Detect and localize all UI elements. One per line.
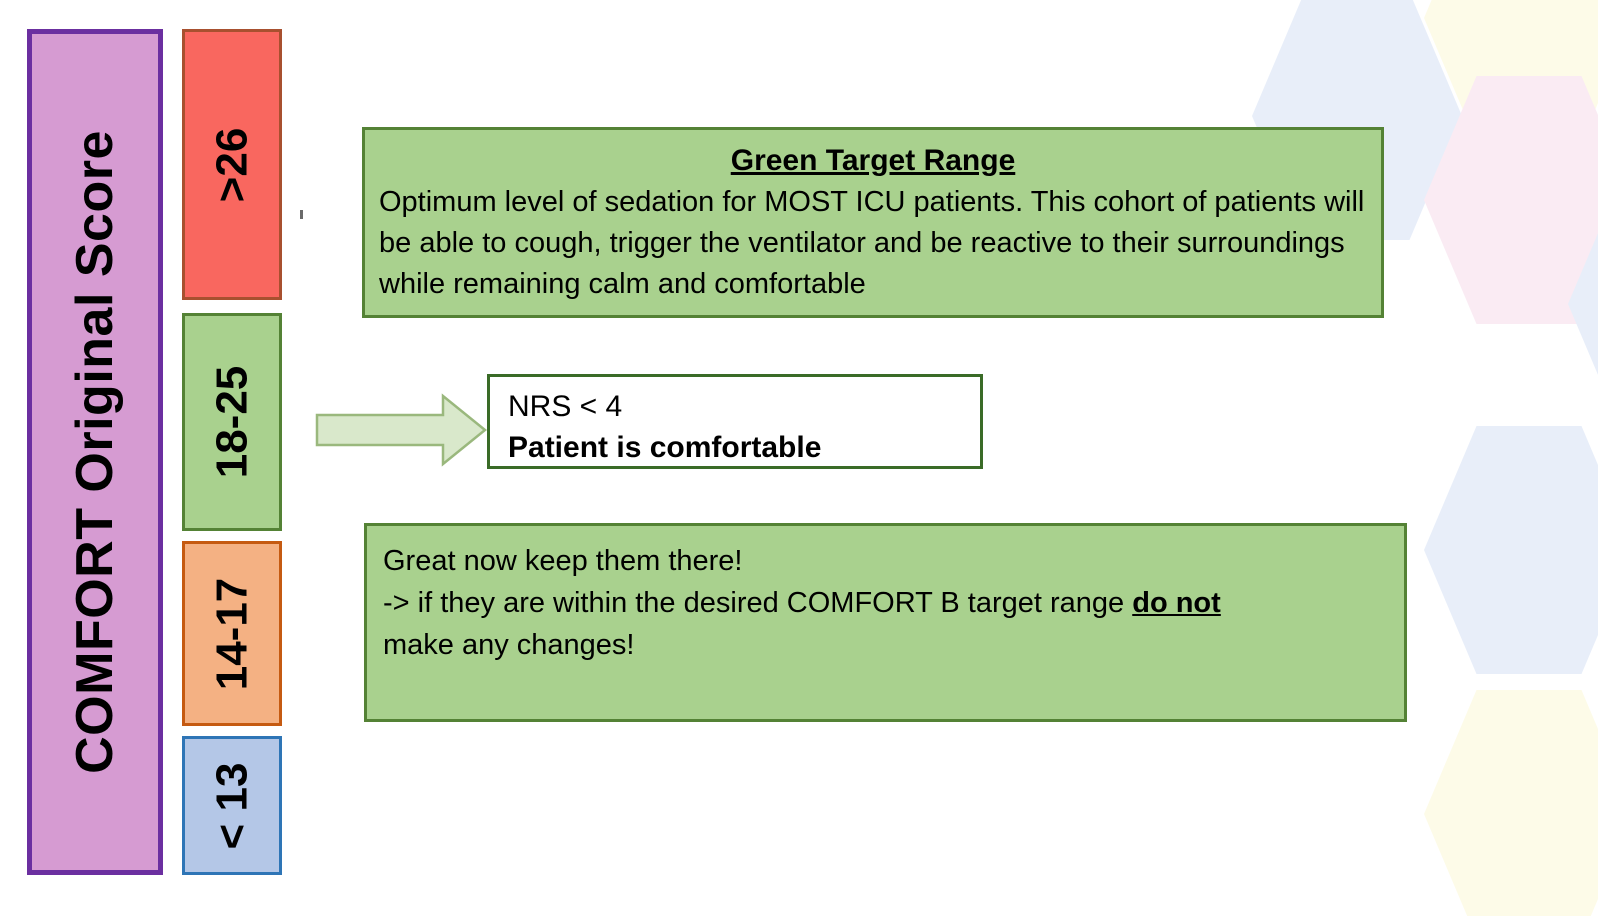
keep-line-1: Great now keep them there!	[383, 545, 743, 577]
flow-arrow-icon	[315, 393, 487, 467]
nrs-score-text: NRS < 4	[508, 390, 623, 423]
stray-tick-mark	[300, 210, 303, 219]
green-target-range-panel: Green Target Range Optimum level of seda…	[362, 127, 1384, 318]
keep-line-2-text: -> if they are within the desired COMFOR…	[383, 587, 1133, 620]
keep-line-2: -> if they are within the desired COMFOR…	[383, 582, 1388, 624]
green-target-range-title: Green Target Range	[730, 144, 1016, 177]
hex-yellow-top	[1424, 0, 1598, 142]
hex-pink-mid	[1424, 76, 1598, 324]
score-level-box-18-25: 18-25	[182, 313, 282, 531]
hex-blue-mid	[1424, 426, 1598, 674]
keep-them-there-body: Great now keep them there! -> if they ar…	[367, 526, 1404, 666]
score-level-box-below-13: < 13	[182, 736, 282, 875]
score-level-label-below-13: < 13	[207, 762, 256, 849]
score-level-label-14-17: 14-17	[207, 577, 257, 690]
score-level-box-above-26: >26	[182, 29, 282, 300]
do-not-emphasis: do not	[1132, 587, 1221, 620]
score-level-label-18-25: 18-25	[207, 365, 257, 479]
hex-yellow-low	[1424, 690, 1598, 916]
keep-them-there-panel: Great now keep them there! -> if they ar…	[364, 523, 1407, 722]
hex-blue-far	[1568, 180, 1598, 428]
comfort-original-score-label: COMFORT Original Score	[66, 130, 125, 774]
green-target-range-body: Optimum level of sedation for MOST ICU p…	[379, 185, 1365, 300]
keep-line-3: make any changes!	[383, 629, 635, 662]
score-level-label-above-26: >26	[206, 127, 256, 202]
score-level-box-14-17: 14-17	[182, 541, 282, 726]
nrs-status-box: NRS < 4 Patient is comfortable	[487, 374, 983, 469]
patient-comfortable-text: Patient is comfortable	[508, 430, 822, 464]
comfort-original-score-title-bar: COMFORT Original Score	[27, 29, 163, 875]
